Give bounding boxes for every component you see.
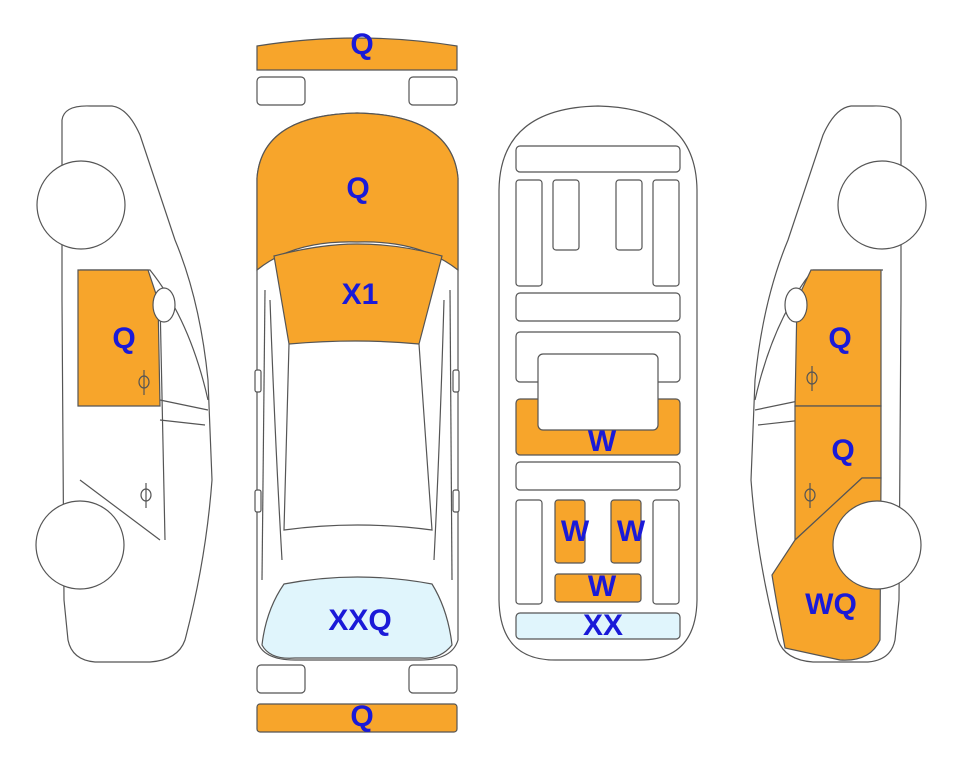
left-mirror (152, 287, 176, 323)
left-headlight (256, 76, 306, 106)
left-side-view: Q (35, 105, 213, 663)
left-taillight (256, 664, 306, 694)
top-view: Q Q X1 XXQ Q (254, 28, 460, 733)
front-bumper-label: Q (350, 28, 373, 61)
rear-window-label: XXQ (328, 604, 391, 637)
front-bumper-panel (256, 37, 458, 71)
right-front-door-label: Q (828, 322, 851, 355)
windshield-label: X1 (342, 278, 379, 311)
center-console (537, 353, 659, 431)
windshield-panel (273, 243, 443, 345)
interior-view: W W W W XX (498, 105, 698, 661)
left-rear-wheel (35, 500, 125, 590)
right-front-wheel (837, 160, 927, 250)
left-front-door-panel (77, 269, 161, 407)
right-rear-door-label: Q (831, 434, 854, 467)
right-front-door-panel (794, 269, 882, 407)
interior-rear-left-panel (554, 499, 586, 564)
left-front-wheel (36, 160, 126, 250)
interior-rear-center-panel (554, 573, 642, 603)
right-side-view: Q Q WQ (750, 105, 927, 663)
interior-rear-left-label: W (561, 515, 590, 548)
hood-panel (256, 112, 459, 272)
right-headlight (408, 76, 458, 106)
right-rear-wheel (832, 500, 922, 590)
interior-front-row-label: W (588, 425, 617, 458)
interior-rear-center-label: W (588, 570, 617, 603)
right-front-door-handle-icon (806, 366, 818, 391)
right-rear-quarter-label: WQ (805, 588, 857, 621)
interior-rear-right-panel (610, 499, 642, 564)
rear-window-panel (261, 576, 453, 659)
interior-trunk-panel (515, 612, 681, 640)
hood-label: Q (346, 172, 369, 205)
right-rear-door-handle-icon (804, 483, 816, 508)
right-taillight (408, 664, 458, 694)
left-rear-door-handle-icon (140, 483, 152, 508)
left-front-door-handle-icon (138, 370, 150, 395)
rear-bumper-panel (256, 703, 458, 733)
rear-bumper-label: Q (350, 700, 373, 733)
left-front-door-label: Q (112, 322, 135, 355)
interior-rear-right-label: W (617, 515, 646, 548)
right-mirror (784, 287, 808, 323)
interior-trunk-label: XX (583, 609, 623, 642)
